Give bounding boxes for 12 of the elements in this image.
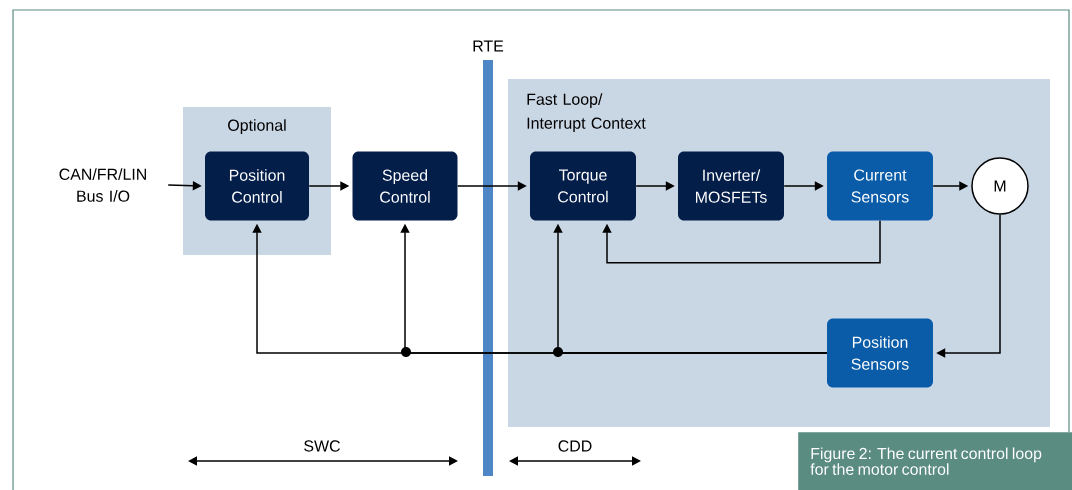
- axis-label: CDD: [558, 440, 592, 452]
- caption-box: Figure 2: The current control loop for the motor control: [798, 432, 1072, 490]
- axis-label: RTE: [473, 40, 504, 52]
- arrow: [602, 219, 881, 264]
- input-label: CAN/FR/LIN Bus I/O: [59, 168, 146, 202]
- process-box: Torque Control: [530, 151, 636, 221]
- process-box: Position Sensors: [827, 318, 933, 388]
- process-box: Position Control: [205, 151, 309, 221]
- axis-label: SWC: [304, 440, 340, 452]
- process-box: Speed Control: [352, 151, 458, 221]
- process-box: Current Sensors: [827, 151, 933, 221]
- process-box: Inverter/ MOSFETs: [678, 151, 784, 221]
